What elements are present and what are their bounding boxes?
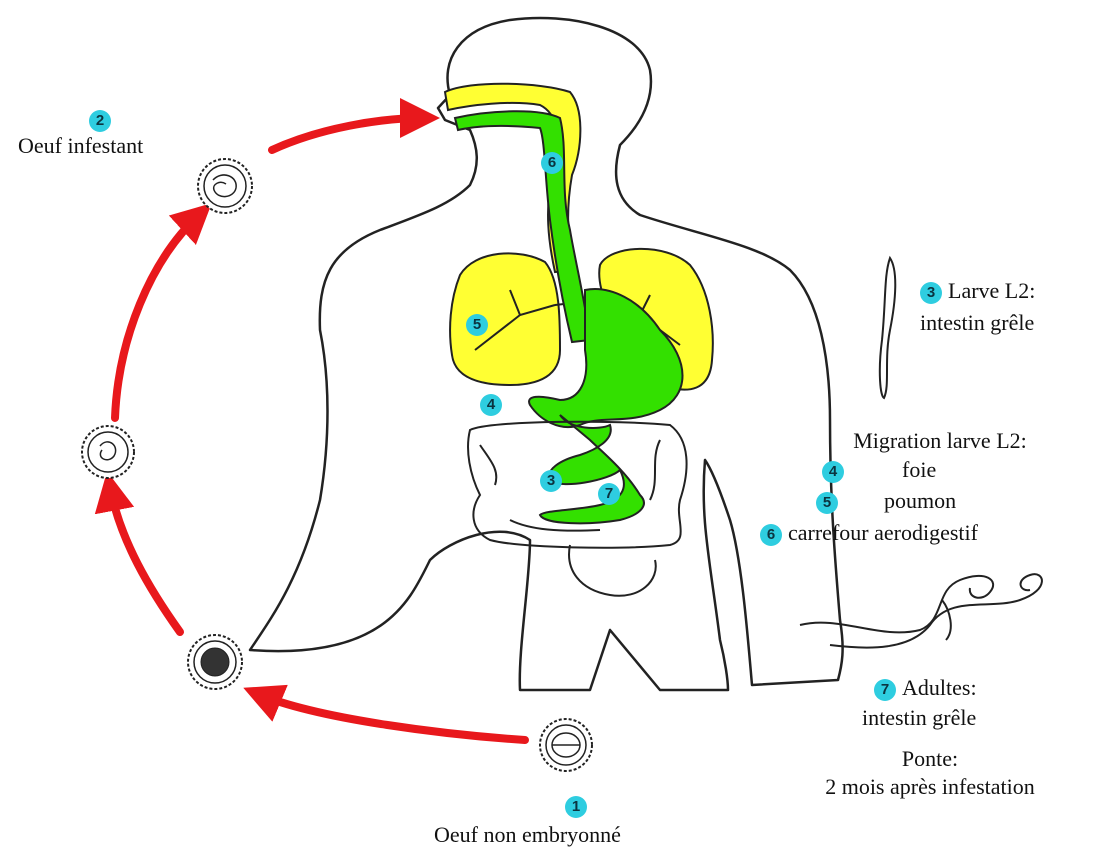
egg-unembryonated-icon (540, 719, 592, 771)
larva-icon (880, 258, 895, 398)
arrow-infective-to-mouth (272, 118, 424, 150)
migration-item-liver: 4 foie (822, 457, 936, 483)
badge-crossroads: 6 (760, 524, 782, 546)
label-liver: foie (902, 457, 936, 482)
label-larva-line2: intestin grêle (920, 310, 1034, 336)
label-migration-title: Migration larve L2: (790, 428, 1090, 454)
marker-crossroads: 6 (541, 152, 563, 174)
label-adults-line2: intestin grêle (862, 705, 976, 731)
marker-lung: 5 (466, 314, 488, 336)
label-adults-text: Adultes: (902, 675, 977, 700)
badge-infective-egg: 2 (89, 110, 111, 132)
badge-liver: 4 (822, 461, 844, 483)
egg-infective-icon (198, 159, 252, 213)
marker-intestine-larva: 3 (540, 470, 562, 492)
badge-larva: 3 (920, 282, 942, 304)
label-laying-line2: 2 mois après infestation (770, 774, 1090, 800)
badge-lung: 5 (816, 492, 838, 514)
egg-early-icon (188, 635, 242, 689)
cycle-arrows (110, 118, 525, 740)
migration-item-lung: 5 poumon (816, 488, 956, 514)
arrow-1-to-early (258, 694, 525, 740)
badge-adults: 7 (874, 679, 896, 701)
badge-unembryonated-egg: 1 (565, 796, 587, 818)
marker-intestine-adult: 7 (598, 483, 620, 505)
label-unembryonated-egg: Oeuf non embryonné (434, 822, 621, 848)
arrow-early-to-embryo (110, 487, 180, 632)
label-lung: poumon (884, 488, 956, 513)
label-crossroads: carrefour aerodigestif (788, 520, 978, 545)
migration-item-crossroads: 6 carrefour aerodigestif (760, 520, 978, 546)
label-adults-line1: 7 Adultes: (874, 675, 977, 701)
egg-embryonated-icon (82, 426, 134, 478)
label-laying-line1: Ponte: (780, 746, 1080, 772)
label-infective-egg: Oeuf infestant (18, 133, 143, 159)
label-larva-text: Larve L2: (948, 278, 1035, 303)
arrow-embryo-to-infective (115, 214, 200, 418)
label-larva-line1: 3 Larve L2: (920, 278, 1035, 304)
marker-liver: 4 (480, 394, 502, 416)
